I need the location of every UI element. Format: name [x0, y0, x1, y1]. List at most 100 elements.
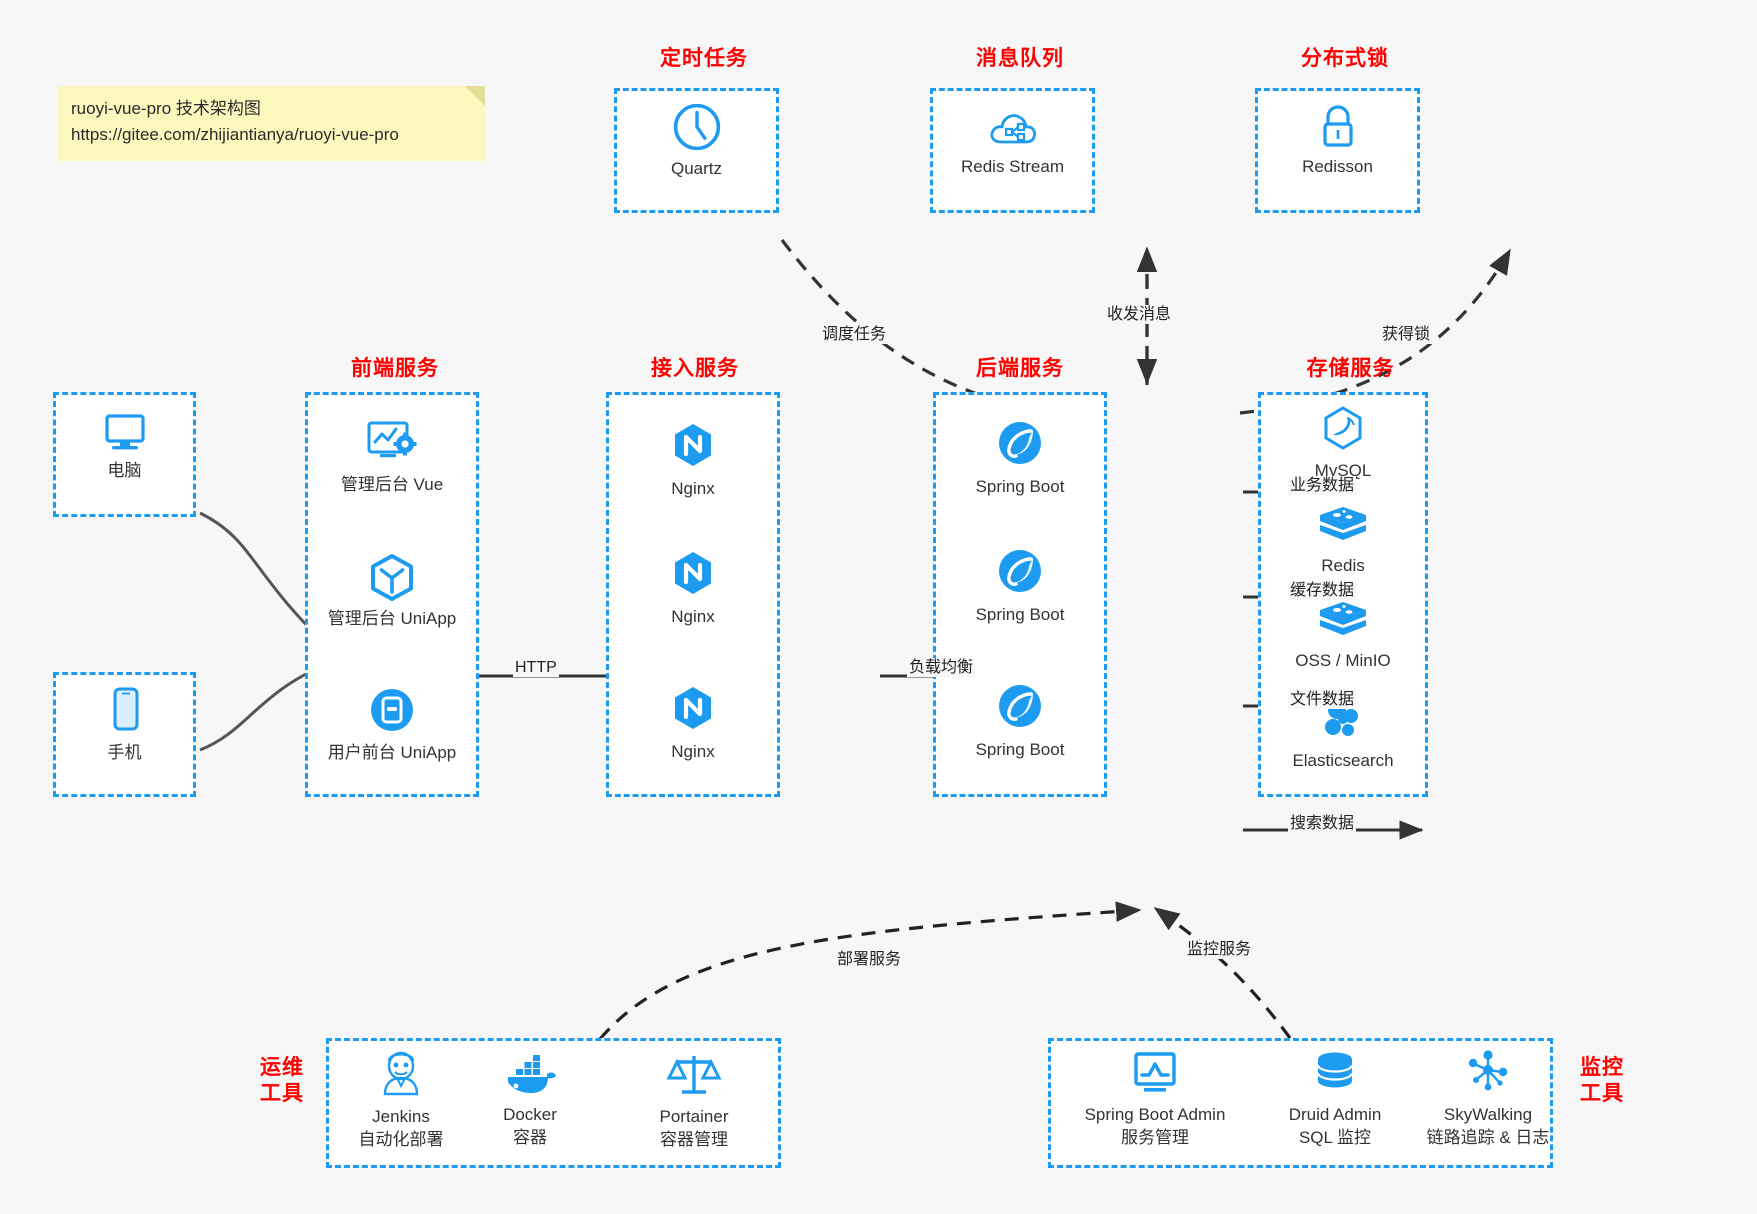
uniapp-cube-icon	[371, 554, 413, 601]
node-druid-admin[interactable]: Druid Admin SQL 监控	[1255, 1048, 1415, 1150]
group-mq	[930, 88, 1095, 213]
edge-backend-to-lock	[1239, 248, 1512, 415]
group-title-devops: 运维 工具	[252, 1055, 312, 1108]
node-sublabel: 自动化部署	[358, 1129, 444, 1149]
node-label: Spring Boot	[975, 740, 1065, 759]
node-admin-uniapp[interactable]: 管理后台 UniApp	[310, 552, 474, 631]
group-scheduler	[614, 88, 779, 213]
node-springboot-1[interactable]: Spring Boot	[938, 418, 1102, 499]
node-label: Spring Boot	[975, 477, 1065, 496]
clock-icon	[673, 103, 720, 151]
node-label: Druid Admin	[1288, 1105, 1382, 1124]
node-pc[interactable]: 电脑	[58, 408, 191, 483]
node-springboot-3[interactable]: Spring Boot	[938, 681, 1102, 762]
node-sublabel: 容器	[513, 1127, 547, 1147]
group-title-mq: 消息队列	[976, 47, 1064, 70]
group-title-scheduler: 定时任务	[660, 47, 748, 70]
diagram-note: ruoyi-vue-pro 技术架构图 https://gitee.com/zh…	[57, 86, 485, 161]
desktop-icon	[104, 414, 145, 450]
note-url: https://gitee.com/zhijiantianya/ruoyi-vu…	[71, 125, 399, 145]
database-icon	[1316, 1052, 1354, 1088]
edge-label-send-receive-msg: 收发消息	[1105, 305, 1174, 325]
skywalking-node-icon	[1468, 1050, 1508, 1091]
node-sublabel: 容器管理	[660, 1129, 728, 1149]
node-label: Docker	[503, 1105, 557, 1124]
node-label: Jenkins	[372, 1107, 430, 1126]
node-label: Elasticsearch	[1292, 751, 1394, 770]
dashboard-gear-icon	[367, 421, 417, 458]
node-label: 电脑	[107, 461, 142, 480]
node-portainer[interactable]: Portainer 容器管理	[624, 1048, 764, 1152]
node-jenkins[interactable]: Jenkins 自动化部署	[336, 1048, 466, 1152]
node-mysql[interactable]: MySQL	[1263, 404, 1423, 483]
docker-whale-icon	[508, 1055, 556, 1093]
node-spring-boot-admin[interactable]: Spring Boot Admin 服务管理	[1060, 1048, 1250, 1150]
edge-monitor-to-backend	[1153, 906, 1292, 1039]
node-sublabel: SQL 监控	[1298, 1127, 1372, 1147]
node-nginx-1[interactable]: Nginx	[611, 420, 775, 501]
node-user-uniapp[interactable]: 用户前台 UniApp	[310, 686, 474, 765]
node-skywalking[interactable]: SkyWalking 链路追踪 & 日志	[1398, 1048, 1578, 1150]
node-label: Redis	[1321, 556, 1365, 575]
group-title-frontend: 前端服务	[351, 357, 439, 380]
edge-label-deploy-service: 部署服务	[835, 950, 904, 970]
app-circle-icon	[371, 689, 413, 731]
node-label: 管理后台 UniApp	[327, 609, 457, 628]
node-phone[interactable]: 手机	[58, 684, 191, 765]
node-label: OSS / MinIO	[1295, 651, 1391, 670]
node-label: Quartz	[670, 159, 723, 178]
nginx-icon	[675, 687, 711, 729]
edge-label-cache-data: 缓存数据	[1288, 581, 1357, 601]
node-quartz[interactable]: Quartz	[619, 100, 774, 181]
node-docker[interactable]: Docker 容器	[470, 1048, 590, 1150]
jenkins-butler-icon	[383, 1051, 419, 1096]
group-pc	[53, 392, 196, 517]
edge-label-load-balance: 负载均衡	[907, 658, 976, 678]
node-label: 手机	[107, 743, 142, 762]
node-springboot-2[interactable]: Spring Boot	[938, 546, 1102, 627]
node-label: SkyWalking	[1443, 1105, 1533, 1124]
edge-label-acquire-lock: 获得锁	[1380, 325, 1433, 345]
cloud-network-icon	[989, 114, 1036, 144]
note-fold-icon	[465, 86, 485, 106]
mobile-icon	[113, 687, 138, 731]
spring-leaf-icon	[999, 422, 1041, 464]
node-label: Spring Boot	[975, 605, 1065, 624]
edge-devops-to-backend	[598, 901, 1142, 1041]
edge-label-file-data: 文件数据	[1288, 690, 1357, 710]
group-title-devops-line2: 工具	[260, 1082, 304, 1106]
group-title-storage: 存储服务	[1306, 357, 1395, 380]
portainer-scale-icon	[666, 1056, 722, 1094]
node-admin-vue[interactable]: 管理后台 Vue	[310, 418, 474, 497]
node-redis-stream[interactable]: Redis Stream	[935, 104, 1090, 179]
node-label: Portainer	[659, 1107, 729, 1126]
node-nginx-2[interactable]: Nginx	[611, 548, 775, 629]
node-label: 用户前台 UniApp	[327, 743, 457, 762]
spring-leaf-icon	[999, 685, 1041, 727]
nginx-icon	[675, 424, 711, 466]
node-oss-minio[interactable]: OSS / MinIO	[1263, 598, 1423, 673]
redis-stack-icon	[1320, 602, 1366, 635]
redis-stack-icon	[1320, 507, 1366, 540]
monitor-chart-icon	[1134, 1052, 1176, 1092]
group-title-monitor: 监控 工具	[1572, 1055, 1632, 1108]
node-sublabel: 链路追踪 & 日志	[1426, 1127, 1550, 1147]
node-label: 管理后台 Vue	[340, 475, 444, 494]
nginx-icon	[675, 552, 711, 594]
node-redis[interactable]: Redis	[1263, 503, 1423, 578]
edge-label-http: HTTP	[513, 658, 559, 678]
group-title-monitor-line2: 工具	[1580, 1082, 1624, 1106]
node-nginx-3[interactable]: Nginx	[611, 683, 775, 764]
node-label: Nginx	[671, 607, 715, 626]
lock-icon	[1322, 105, 1353, 147]
node-label: Spring Boot Admin	[1084, 1105, 1226, 1124]
node-redisson[interactable]: Redisson	[1260, 102, 1415, 179]
group-title-devops-line1: 运维	[260, 1056, 304, 1079]
group-title-monitor-line1: 监控	[1580, 1056, 1624, 1079]
edge-label-schedule-task: 调度任务	[820, 325, 889, 345]
node-label: MySQL	[1314, 461, 1372, 480]
group-lock	[1255, 88, 1420, 213]
node-label: Redis Stream	[961, 157, 1064, 176]
